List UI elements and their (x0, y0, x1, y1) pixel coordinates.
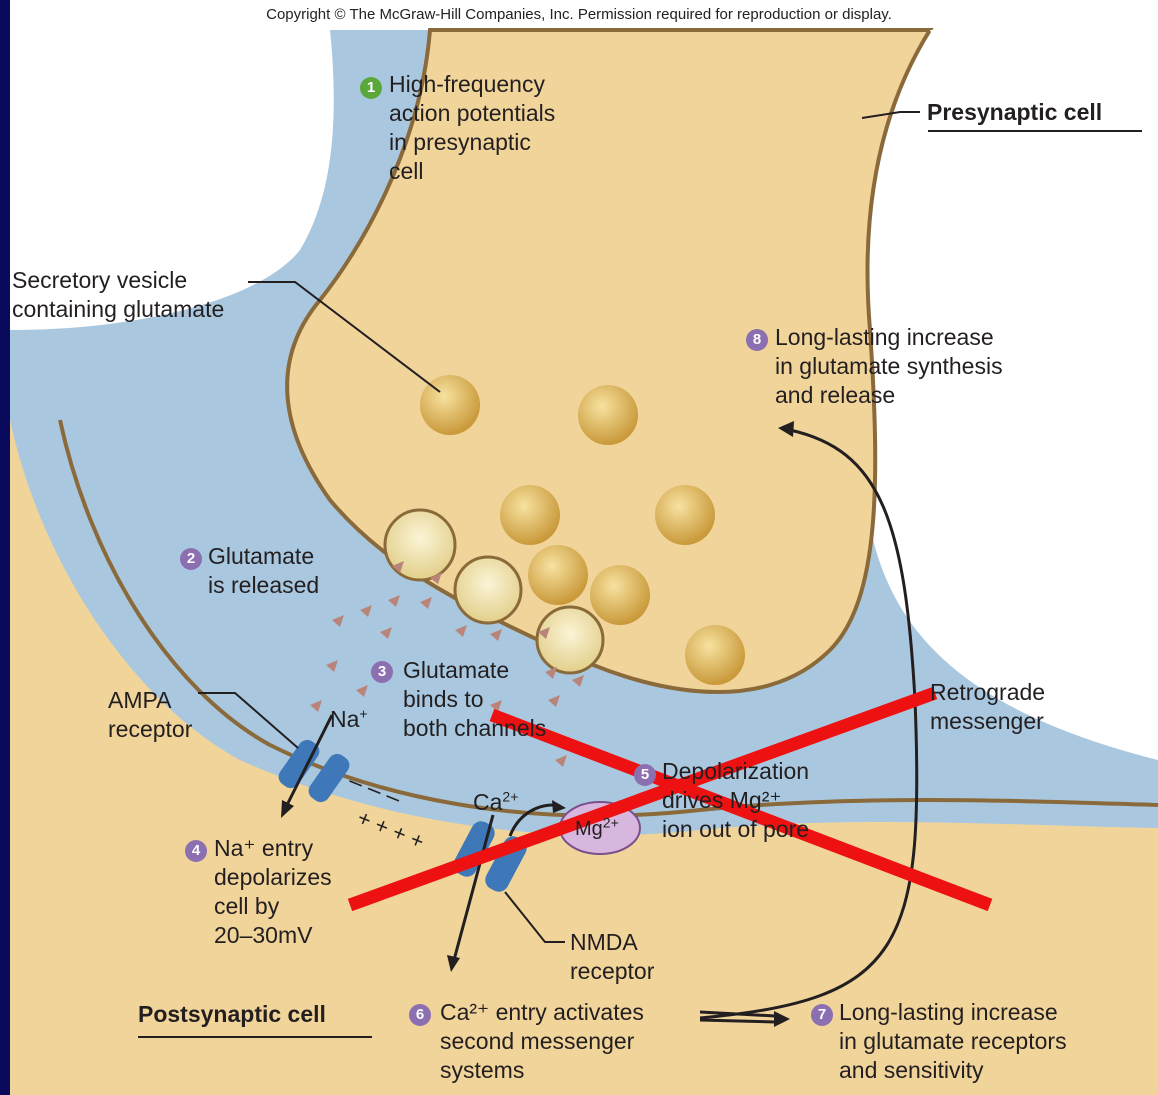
vesicle (655, 485, 715, 545)
step-2-badge: 2 (180, 548, 202, 570)
fused-vesicle (455, 557, 521, 623)
ca-ion-label: Ca2+ (473, 788, 518, 817)
step-3-text: Glutamate binds to both channels (403, 656, 546, 743)
step-6-badge: 6 (409, 1004, 431, 1026)
fused-vesicle (385, 510, 455, 580)
vesicle (685, 625, 745, 685)
step-4-badge: 4 (185, 840, 207, 862)
step-6-text: Ca²⁺ entry activates second messenger sy… (440, 998, 644, 1085)
na-ion-label: Na+ (330, 705, 368, 734)
vesicle (590, 565, 650, 625)
retrograde-messenger-label: Retrograde messenger (930, 678, 1045, 736)
vesicle (578, 385, 638, 445)
step-7-text: Long-lasting increase in glutamate recep… (839, 998, 1067, 1085)
step-5-text: Depolarization drives Mg²⁺ ion out of po… (662, 757, 809, 844)
vesicle (500, 485, 560, 545)
postsynaptic-cell-label: Postsynaptic cell (138, 1000, 326, 1029)
step-1-badge: 1 (360, 77, 382, 99)
step-5-badge: 5 (634, 764, 656, 786)
step-8-text: Long-lasting increase in glutamate synth… (775, 323, 1003, 410)
copyright-notice: Copyright © The McGraw-Hill Companies, I… (0, 6, 1158, 23)
step-3-badge: 3 (371, 661, 393, 683)
vesicle (528, 545, 588, 605)
step-4-text: Na⁺ entry depolarizes cell by 20–30mV (214, 834, 332, 950)
second-messenger-arrow-2 (700, 1020, 775, 1022)
step-2-text: Glutamate is released (208, 542, 319, 600)
step-8-badge: 8 (746, 329, 768, 351)
nmda-receptor-label: NMDA receptor (570, 928, 654, 986)
fused-vesicle (537, 607, 603, 673)
mg-ion-label: Mg2+ (575, 815, 619, 844)
presynaptic-cell-label: Presynaptic cell (927, 98, 1102, 127)
vesicle-label: Secretory vesicle containing glutamate (12, 266, 224, 324)
step-7-badge: 7 (811, 1004, 833, 1026)
ampa-receptor-label: AMPA receptor (108, 686, 192, 744)
step-1-text: High-frequency action potentials in pres… (389, 70, 555, 186)
